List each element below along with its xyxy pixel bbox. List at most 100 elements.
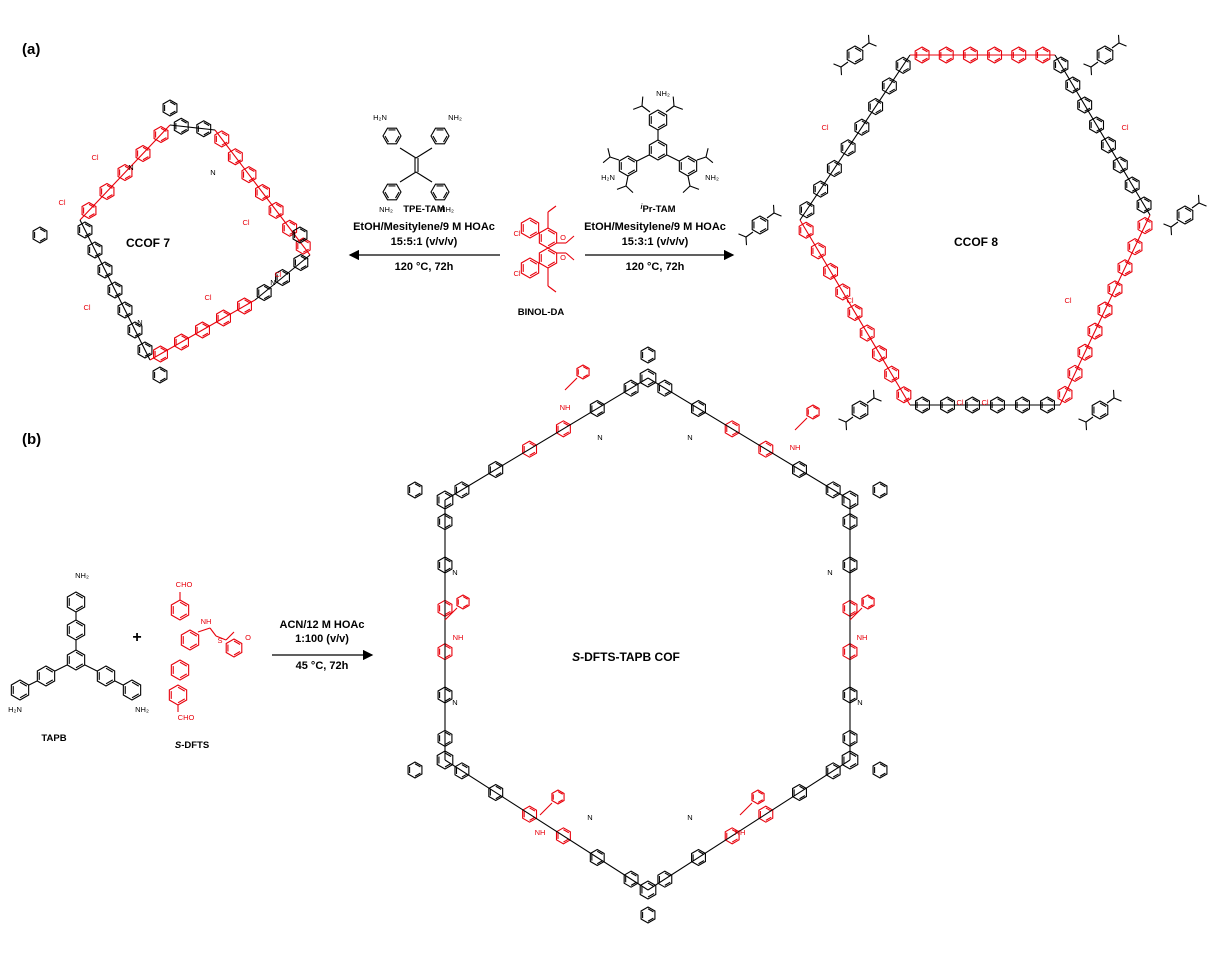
double-bond	[627, 169, 636, 175]
double-bond	[922, 398, 929, 403]
double-bond	[922, 407, 929, 412]
double-bond	[384, 135, 389, 143]
double-bond	[1072, 78, 1079, 83]
benzene-ring	[826, 159, 842, 178]
bond	[215, 635, 227, 641]
double-bond	[921, 48, 928, 53]
double-bond	[891, 367, 898, 372]
double-bond	[529, 259, 538, 265]
double-bond	[432, 135, 437, 143]
benzene-ring	[1124, 176, 1140, 194]
bond	[625, 175, 629, 187]
benzene-ring	[117, 163, 133, 182]
double-bond	[731, 829, 738, 834]
double-bond	[94, 243, 101, 248]
atom-label: O	[245, 633, 251, 642]
benzene-ring	[872, 481, 888, 499]
double-bond	[529, 271, 538, 277]
panel-b-label: (b)	[22, 431, 41, 448]
double-bond	[799, 785, 806, 790]
double-bond	[698, 411, 705, 416]
double-bond	[687, 157, 696, 163]
benzene-ring	[538, 247, 558, 269]
benzene-ring	[1091, 400, 1109, 420]
double-bond	[131, 693, 140, 699]
double-bond	[160, 356, 167, 361]
double-bond	[596, 850, 603, 855]
atom-label: Cl	[204, 293, 211, 302]
double-bond	[547, 241, 556, 247]
double-bond	[202, 332, 209, 337]
atom-label: Cl	[981, 398, 988, 407]
double-bond	[849, 558, 856, 563]
double-bond	[180, 119, 187, 124]
bond	[873, 397, 882, 402]
atom-label: CHO	[176, 580, 193, 589]
bond	[1191, 202, 1200, 209]
double-bond	[529, 442, 536, 447]
benzene-ring	[1097, 301, 1113, 319]
atom-label: N	[857, 698, 862, 707]
bond	[84, 664, 98, 672]
benzene-ring	[940, 396, 955, 414]
double-bond	[563, 431, 570, 436]
double-bond	[849, 763, 857, 768]
double-bond	[799, 462, 806, 467]
double-bond	[947, 398, 954, 403]
double-bond	[181, 335, 188, 340]
bond	[625, 185, 634, 194]
double-bond	[799, 472, 806, 477]
double-bond	[687, 169, 696, 175]
double-bond	[647, 370, 655, 375]
benzene-ring	[1077, 343, 1093, 361]
bond	[682, 185, 691, 194]
benzene-ring	[97, 261, 113, 279]
double-bond	[867, 604, 874, 608]
benzene-ring	[962, 46, 978, 64]
atom-label: Cl	[513, 269, 520, 278]
double-bond	[124, 303, 131, 308]
panel-a-label: (a)	[22, 41, 40, 58]
bond	[399, 171, 417, 183]
bond	[773, 212, 782, 217]
benzene-ring	[618, 155, 638, 177]
right-condition-2: 15:3:1 (v/v/v)	[622, 236, 689, 248]
bond	[1106, 397, 1115, 404]
double-bond	[39, 228, 46, 233]
bond	[79, 219, 151, 361]
b-condition-1: ACN/12 M HOAc	[280, 619, 365, 631]
bond	[399, 147, 417, 159]
bond	[1059, 214, 1151, 406]
double-bond	[529, 231, 538, 237]
benzene-ring	[436, 750, 454, 770]
double-bond	[657, 123, 666, 129]
double-bond	[444, 610, 451, 616]
double-bond	[849, 740, 856, 746]
atom-label: Cl	[58, 198, 65, 207]
benzene-ring	[292, 226, 308, 244]
double-bond	[582, 366, 589, 370]
double-bond	[859, 402, 867, 407]
benzene-ring	[538, 227, 558, 249]
benzene-ring	[407, 481, 423, 499]
double-bond	[849, 610, 856, 616]
double-bond	[203, 122, 210, 127]
benzene-ring	[846, 45, 864, 65]
bond	[1085, 416, 1094, 423]
benzene-ring	[152, 366, 168, 384]
double-bond	[1099, 413, 1107, 418]
double-bond	[104, 263, 111, 268]
bond	[766, 212, 775, 219]
double-bond	[444, 763, 452, 768]
benzene-ring	[135, 144, 151, 163]
double-bond	[444, 688, 451, 693]
bond	[214, 129, 311, 256]
double-bond	[443, 135, 448, 143]
double-bond	[84, 223, 91, 228]
double-bond	[861, 129, 868, 134]
atom-label: NH	[857, 633, 868, 642]
double-bond	[630, 390, 637, 395]
bond	[28, 680, 38, 686]
double-bond	[444, 503, 452, 508]
